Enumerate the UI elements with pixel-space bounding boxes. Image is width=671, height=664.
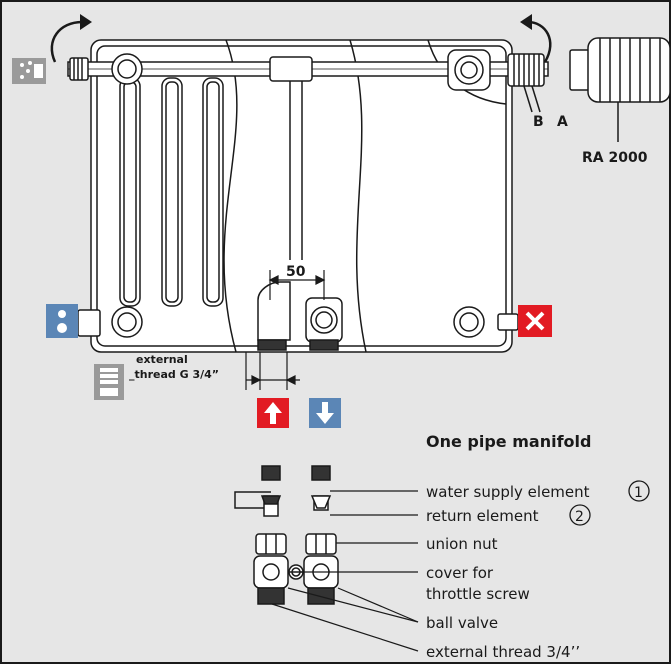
dimension-label: 50 (286, 264, 306, 280)
cover-label-line1: cover for (426, 564, 494, 582)
rotate-arrow-right (527, 20, 552, 63)
manifold-parts (234, 465, 339, 605)
drain-icon (46, 304, 78, 338)
water-supply-number: 1 (634, 485, 643, 501)
thermostat-head (569, 37, 671, 142)
rotate-arrow-left-head (80, 14, 92, 30)
external-thread-label: external thread 3/4’’ (426, 643, 580, 661)
bottom-right-connector (453, 306, 519, 338)
return-number-circle (569, 504, 591, 526)
thread-dimension (245, 352, 300, 390)
return-element-label: return element (426, 507, 539, 525)
dimension-50 (268, 270, 326, 300)
union-nut-label: union nut (426, 535, 498, 553)
ball-valve-label: ball valve (426, 614, 498, 632)
arrow-up-icon (257, 398, 289, 428)
radiator-body (90, 39, 513, 353)
top-header-pipe (67, 49, 549, 91)
air-vent-icon (12, 58, 46, 84)
ra2000-label: RA 2000 (582, 150, 648, 166)
return-number: 2 (575, 509, 584, 525)
rotate-arrow-right-head (520, 14, 532, 30)
valve-label-a: A (557, 114, 568, 130)
thread-adapter-icon (94, 364, 124, 400)
valve-insert (507, 53, 545, 113)
cover-label-line2: throttle screw (426, 585, 530, 603)
vent-plug-left (69, 57, 89, 81)
water-supply-number-circle (628, 480, 650, 502)
external-thread-line1: external (136, 353, 188, 366)
arrow-down-icon (309, 398, 341, 428)
blind-plug-icon (518, 305, 552, 337)
center-connections (257, 281, 343, 351)
valve-label-b: B (533, 114, 544, 130)
water-supply-label: water supply element (426, 483, 590, 501)
leader-lines (271, 490, 419, 652)
external-thread-line2: _thread G 3/4” (129, 368, 219, 381)
rotate-arrow-left (50, 20, 83, 63)
bottom-left-connector (77, 306, 143, 338)
manifold-title: One pipe manifold (426, 432, 591, 451)
